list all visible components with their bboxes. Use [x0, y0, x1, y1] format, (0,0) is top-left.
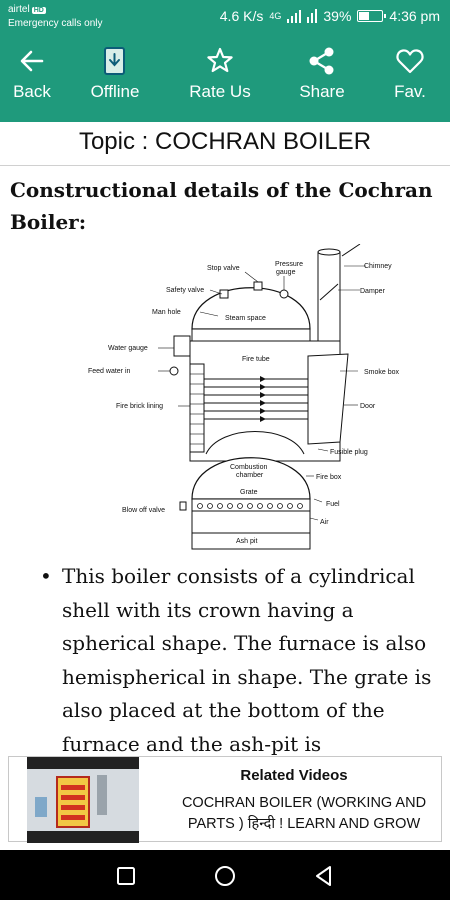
share-label: Share	[299, 82, 345, 101]
related-videos-card[interactable]: Related Videos COCHRAN BOILER (WORKING A…	[8, 756, 442, 843]
status-right: 4.6 K/s 4G 39% 4:36 pm	[220, 8, 440, 24]
hd-badge: HD	[31, 7, 46, 14]
bullet-marker: •	[40, 564, 52, 588]
label-feed-water: Feed water in	[88, 368, 131, 375]
label-grate: Grate	[240, 489, 258, 496]
battery-percent: 39%	[323, 8, 352, 24]
signal-icon-2	[307, 9, 318, 23]
rate-button[interactable]: Rate Us	[180, 46, 260, 102]
network-type: 4G	[269, 10, 282, 21]
content-paragraph: • This boiler consists of a cylindrical …	[40, 560, 445, 755]
label-pressure-1: Pressure	[275, 261, 303, 268]
offline-button[interactable]: Offline	[75, 46, 155, 102]
label-stop-valve: Stop valve	[207, 265, 240, 272]
video-thumbnail[interactable]	[27, 757, 139, 843]
label-safety-valve: Safety valve	[166, 287, 204, 294]
home-icon[interactable]	[211, 862, 239, 890]
signal-icon	[287, 10, 302, 23]
network-speed: 4.6 K/s	[219, 8, 264, 24]
topic-title: Topic : COCHRAN BOILER	[0, 122, 450, 166]
label-fire-tube: Fire tube	[242, 356, 270, 363]
thumbnail-image	[27, 757, 139, 843]
related-video-title[interactable]: COCHRAN BOILER (WORKING AND PARTS ) हिन्…	[181, 795, 427, 832]
label-chimney: Chimney	[364, 263, 392, 270]
label-fusible-plug: Fusible plug	[330, 449, 368, 456]
download-file-icon	[104, 47, 125, 75]
heart-icon	[396, 49, 424, 74]
label-damper: Damper	[360, 288, 386, 295]
related-title: Related Videos	[240, 767, 348, 784]
label-pressure-2: gauge	[276, 269, 296, 276]
offline-label: Offline	[90, 82, 140, 101]
back-label: Back	[13, 82, 51, 101]
carrier-name: airtel	[8, 4, 30, 15]
section-heading: Constructional details of the Cochran Bo…	[10, 178, 433, 234]
recents-icon[interactable]	[112, 862, 140, 890]
battery-icon	[357, 10, 387, 22]
label-air: Air	[320, 519, 329, 526]
star-icon	[207, 47, 233, 73]
toolbar: Back Offline Rate Us Share Fav.	[0, 36, 450, 122]
fav-label: Fav.	[394, 82, 426, 101]
label-fire-brick: Fire brick lining	[116, 403, 163, 410]
back-button[interactable]: Back	[0, 46, 72, 102]
paragraph-text: This boiler consists of a cylindrical sh…	[62, 564, 432, 755]
share-button[interactable]: Share	[282, 46, 362, 102]
share-icon	[309, 47, 334, 75]
clock: 4:36 pm	[389, 8, 440, 24]
label-ash-pit: Ash pit	[236, 538, 257, 545]
label-combustion-2: chamber	[236, 472, 264, 479]
arrow-left-icon	[20, 50, 44, 72]
label-door: Door	[360, 403, 376, 410]
cochran-boiler-diagram: Stop valve Pressure gauge Chimney Safety…	[88, 244, 400, 550]
system-nav-bar	[0, 850, 450, 900]
emergency-text: Emergency calls only	[8, 18, 103, 29]
label-combustion-1: Combustion	[230, 464, 267, 471]
rate-label: Rate Us	[189, 82, 251, 101]
battery-fill	[359, 12, 369, 20]
label-fuel: Fuel	[326, 501, 340, 508]
favourite-button[interactable]: Fav.	[370, 46, 450, 102]
back-nav-icon[interactable]	[310, 862, 338, 890]
label-blow-off: Blow off valve	[122, 507, 165, 514]
label-smoke-box: Smoke box	[364, 369, 400, 376]
label-steam-space: Steam space	[225, 315, 266, 322]
label-man-hole: Man hole	[152, 309, 181, 316]
label-fire-box: Fire box	[316, 474, 342, 481]
label-water-gauge: Water gauge	[108, 345, 148, 352]
